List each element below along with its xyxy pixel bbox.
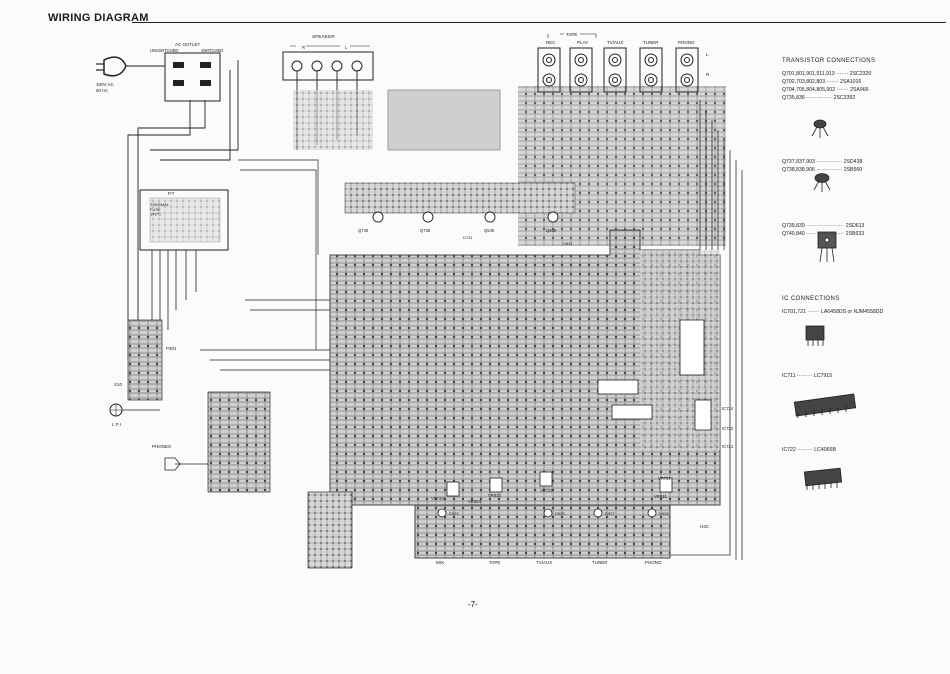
selector-tvaux: TV/AUX — [536, 560, 552, 565]
page-title: WIRING DIAGRAM — [48, 12, 149, 24]
ic-connections-heading: IC CONNECTIONS — [782, 296, 840, 302]
unswitched-label: UNSWITCHED — [150, 48, 178, 53]
phones-jack-icon — [164, 457, 181, 471]
input-pcb-top — [518, 86, 726, 246]
vr824-label: VR824 — [468, 499, 481, 504]
input-jacks: TAPE REC PLAY TV/AUX TUNER PHONO L R — [537, 32, 710, 93]
mains-rating: 100V AC — [96, 82, 115, 87]
selector-mix: MIX — [436, 560, 444, 565]
ic722-label: IC722 — [722, 426, 734, 431]
power-transformer-label: P.T — [168, 191, 175, 196]
component-reference-panel: TRANSISTOR CONNECTIONS Q701,801,901,911,… — [782, 58, 942, 454]
diode-d831: D831 — [563, 241, 573, 246]
transistor-row: Q704,705,804,805,902 ······· 2SA966 — [782, 87, 869, 93]
transistor-row: Q737,837,903 ··············· 2SD438 — [782, 159, 863, 165]
ic721-label: IC721 — [722, 444, 734, 449]
heatsink-block — [387, 89, 501, 151]
right-ribbon-wires-outer — [735, 160, 743, 560]
power-section: 100V AC 60 Hz AC OUTLET UNSWITCHED SWITC… — [96, 42, 239, 427]
transistor-connections-heading: TRANSISTOR CONNECTIONS — [782, 58, 876, 64]
jack-label-phono: PHONO — [678, 40, 695, 45]
vr833-label: VR833 — [488, 493, 501, 498]
lower-left-board — [307, 491, 353, 569]
speaker-l-label: L — [345, 45, 348, 50]
phones-board — [207, 391, 271, 493]
speaker-label: SPEAKER — [312, 34, 335, 40]
led-d927: D927 — [605, 511, 615, 516]
switched-label: SWITCHED — [201, 48, 223, 53]
transistor-q540: Q540 — [484, 228, 495, 233]
diode-d731: D731 — [463, 235, 473, 240]
transistor-row: Q701,801,901,911,913 ······· 2SC2320 — [782, 71, 872, 77]
vr721-label: VR721 — [658, 476, 671, 481]
volume-controls — [446, 471, 673, 497]
transistor-q740: Q740 — [358, 228, 369, 233]
speaker-terminals: SPEAKER R L — [282, 34, 374, 150]
ic-row: IC711 ········· LC7915 — [782, 373, 833, 379]
jack-label-rec: REC — [546, 40, 556, 45]
ic-row: IC722 ········· LC4066B — [782, 447, 836, 453]
ic-dip8-icon — [805, 325, 825, 346]
transistor-to126-icon — [813, 173, 831, 192]
power-transistors — [372, 211, 559, 223]
ic724-label: IC724 — [722, 406, 734, 411]
transistor-row: Q739,839 ······················ 2SD613 — [782, 223, 865, 229]
led-d923: D923 — [449, 511, 459, 516]
led-d925: D925 — [555, 511, 565, 516]
transistor-row: Q735,836 ··············· 2SC3392 — [782, 95, 856, 101]
tape-group-label: TAPE — [566, 32, 577, 37]
selector-phono: PHONO — [645, 560, 662, 565]
power-transistor-board — [344, 182, 576, 214]
transistor-to92-icon — [811, 119, 829, 138]
vr831-label: VR831 — [654, 494, 667, 499]
ic-dip-wide-icon — [793, 393, 857, 418]
led-d928: D928 — [659, 511, 669, 516]
channel-l-label: L — [706, 52, 709, 57]
jack-label-tvaux: TV/AUX — [607, 40, 623, 45]
transistor-to220-icon — [817, 231, 837, 263]
title-rule — [132, 22, 946, 23]
transistor-q739: Q739 — [420, 228, 431, 233]
main-pcb-ics — [597, 319, 712, 431]
selector-leds — [437, 508, 657, 518]
jack-label-play: PLAY — [577, 40, 588, 45]
right-ribbon-wires — [650, 100, 731, 556]
ac-outlet-label: AC OUTLET — [175, 42, 201, 47]
lp1-label: L P I — [112, 422, 121, 427]
selector-tuner: TUNER — [592, 560, 608, 565]
selector-board — [414, 504, 671, 559]
channel-r-label: R — [706, 72, 710, 77]
speaker-r-label: R — [302, 45, 305, 50]
selector-tape: TAPE — [489, 560, 500, 565]
page-number: -7- — [468, 600, 478, 609]
transistor-row: Q702,703,802,803 ······· 2SA1016 — [782, 79, 862, 85]
ic-row: IC701,721 ······· LA6458DS or NJM4558DD — [782, 309, 884, 315]
h3c-label: H3C — [700, 524, 710, 529]
p301-label: P301 — [166, 346, 177, 351]
phones-label: PHONES — [152, 444, 171, 449]
ic-dip14-icon — [803, 467, 843, 490]
harness-wires — [200, 159, 330, 371]
transistor-q839: Q839 — [546, 228, 557, 233]
vr734-label: VR734 — [431, 496, 444, 501]
mains-frequency: 60 Hz — [96, 88, 109, 93]
vr731-label: VR731 — [540, 488, 553, 493]
transistor-row: Q740,840 ······················ 2SB633 — [782, 231, 865, 237]
s10-label: S10 — [114, 382, 123, 387]
transistor-row: Q738,838,906 ··············· 2SB560 — [782, 167, 863, 173]
jack-label-tuner: TUNER — [643, 40, 659, 45]
